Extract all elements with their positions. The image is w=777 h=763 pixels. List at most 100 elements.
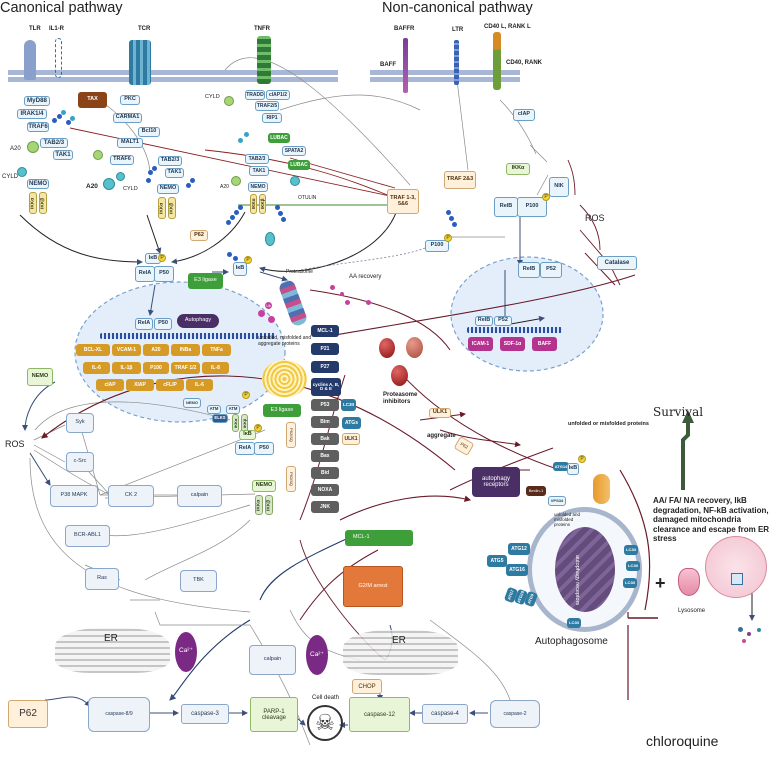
- nemo-box-tnfr: NEMO: [248, 182, 268, 192]
- lc3ii-box-2: LC3II: [626, 561, 640, 571]
- bcl10-box: Bcl10: [138, 127, 160, 137]
- cell-membrane: [8, 70, 520, 82]
- autolysosome-icon: [705, 536, 767, 598]
- autophagosome-inner-icon: [555, 527, 615, 612]
- gene-a20: A20: [143, 344, 169, 356]
- nemo-box-tlr: NEMO: [27, 179, 49, 189]
- ikkb-pill-calpain: IKKβ: [265, 495, 273, 515]
- p100-box-degrade: P100: [425, 240, 449, 252]
- target-gene-sdf1a: SDF-1α: [500, 337, 525, 351]
- non-canonical-pathway-title: Non-canonical pathway: [382, 0, 533, 16]
- ikka-box-noncanonical: IKKα: [506, 163, 530, 175]
- amino-acid-icon: [340, 292, 344, 296]
- tlr-label: TLR: [29, 26, 41, 32]
- p62-vertical-box-1: P62/SQ: [286, 422, 296, 448]
- p62-vertical-box-2: P62/SQ: [286, 466, 296, 492]
- a20-label-tcr: A20: [86, 183, 98, 190]
- target-gene-baff: BAFF: [532, 337, 557, 351]
- traf25-box: TRAF2/5: [255, 101, 279, 111]
- gene-il6-b: IL-6: [186, 379, 213, 391]
- ikkb-pill-tlr: IKKβ: [39, 192, 47, 214]
- a20-enzyme-icon-tcr: [93, 150, 103, 160]
- proteasome-inhibitors-label: Proteasome inhibitors: [383, 392, 418, 405]
- protein-aggregate-icon: [262, 360, 307, 398]
- degradation-product-icon: [742, 639, 746, 643]
- traf6-box: TRAF6: [27, 122, 49, 132]
- baffr-receptor-icon: [403, 38, 408, 93]
- tab23-box-tcr: TAB2/3: [158, 156, 182, 166]
- cyld-label: CYLD: [2, 174, 19, 180]
- cyld-enzyme-icon-tnfr: [224, 96, 234, 106]
- ikb-box-mid: IκB: [239, 430, 256, 440]
- lc3ii-box-4: LC3II: [567, 618, 581, 628]
- ulk1-box-autophagy: ULK1: [429, 408, 451, 418]
- ubiquitin-icon: [70, 116, 75, 121]
- protein-p21: P21: [311, 343, 339, 355]
- gene-ciap: cIAP: [96, 379, 124, 391]
- bcr-abl1-box: BCR-ABL1: [65, 525, 110, 547]
- tak1-box-tcr: TAK1: [165, 168, 184, 178]
- ikkb-pill-tnfr: IKKβ: [259, 194, 266, 214]
- ubiquitin-icon: [148, 170, 153, 175]
- ubiquitin-icon: [226, 220, 231, 225]
- lc3ii-box: LC3II: [341, 399, 356, 411]
- myd88-box: MyD88: [24, 96, 50, 106]
- er-right-icon: [343, 630, 458, 675]
- p62-box-bottom: P62: [8, 700, 48, 728]
- caspase-12-box: caspase-12: [349, 697, 410, 732]
- ubiquitin-icon: [152, 166, 157, 171]
- a20-label-tnfr: A20: [220, 184, 229, 190]
- protein-p53: P53: [311, 399, 339, 411]
- ubiquitin-molecule-icon: [268, 316, 275, 323]
- phosphate-icon: P: [158, 254, 166, 262]
- catalase-box: Catalase: [597, 256, 637, 270]
- p62-box-top: P62: [190, 230, 208, 241]
- gene-inba: INBa: [171, 344, 200, 356]
- atg14-box: ATG14: [553, 462, 569, 471]
- degradation-product-icon: [757, 628, 761, 632]
- irak14-box: IRAK1/4: [17, 109, 47, 119]
- caspase-2-box: caspase-2: [490, 700, 540, 728]
- malt1-box: MALT1: [117, 138, 143, 148]
- protein-bax: Bax: [311, 450, 339, 462]
- cyld-enzyme-icon: [17, 167, 27, 177]
- atg16-box: ATG16: [506, 564, 528, 576]
- e3-ligase-box-top: E3 ligase: [188, 273, 223, 289]
- er-left-icon: [55, 628, 170, 673]
- ikka-pill-tnfr: IKKα: [250, 194, 257, 214]
- survival-arrow-icon: [681, 410, 694, 490]
- g2m-arrest-box: G2/M arrest: [343, 566, 403, 607]
- cyld-label-tcr: CYLD: [123, 186, 138, 192]
- tnfr-label: TNFR: [254, 26, 270, 32]
- ras-box: Ras: [85, 568, 119, 590]
- amino-acid-icon: [330, 285, 335, 290]
- misfolded-proteins-label: unfolded, misfolded and aggregate protei…: [258, 335, 312, 347]
- parp1-cleavage-box: PARP-1 cleavage: [250, 697, 298, 732]
- p50-box-top: P50: [154, 266, 174, 282]
- atg12-box: ATG12: [508, 543, 530, 555]
- tradd-box: TRADD: [245, 90, 265, 100]
- rip1-box: RIP1: [262, 113, 282, 123]
- rela-box-mid: RelA: [235, 442, 255, 455]
- protein-bim: Bim: [311, 416, 339, 428]
- atm-box-2: ATM: [226, 405, 240, 414]
- ubiquitin-icon: [281, 217, 286, 222]
- nemo-box-calpain: NEMO: [252, 480, 276, 492]
- ros-label-noncanonical: ROS: [585, 213, 605, 223]
- proteasome-inhibitor-icon: [391, 365, 408, 386]
- inner-receptors-label: autophagy receptors: [574, 555, 580, 606]
- protein-cyclins: cyclins A, B, D & E: [311, 378, 341, 396]
- cd40-label: CD40, RANK: [506, 60, 543, 66]
- target-gene-icam1: ICAM-1: [468, 337, 493, 351]
- vps34-box: VPS34: [548, 496, 566, 506]
- autophagy-receptors-box: autophagy receptors: [472, 467, 520, 497]
- ulk1-box-proteins: ULK1: [342, 433, 360, 445]
- ubiquitin-icon: [186, 183, 191, 188]
- ubiquitin-icon: [66, 120, 71, 125]
- nemo-small-box: NEMO: [183, 398, 201, 408]
- chop-box: CHOP: [352, 679, 382, 694]
- plus-sign: +: [655, 573, 666, 593]
- phosphate-icon: P: [542, 193, 550, 201]
- a20-enzyme-icon: [27, 141, 39, 153]
